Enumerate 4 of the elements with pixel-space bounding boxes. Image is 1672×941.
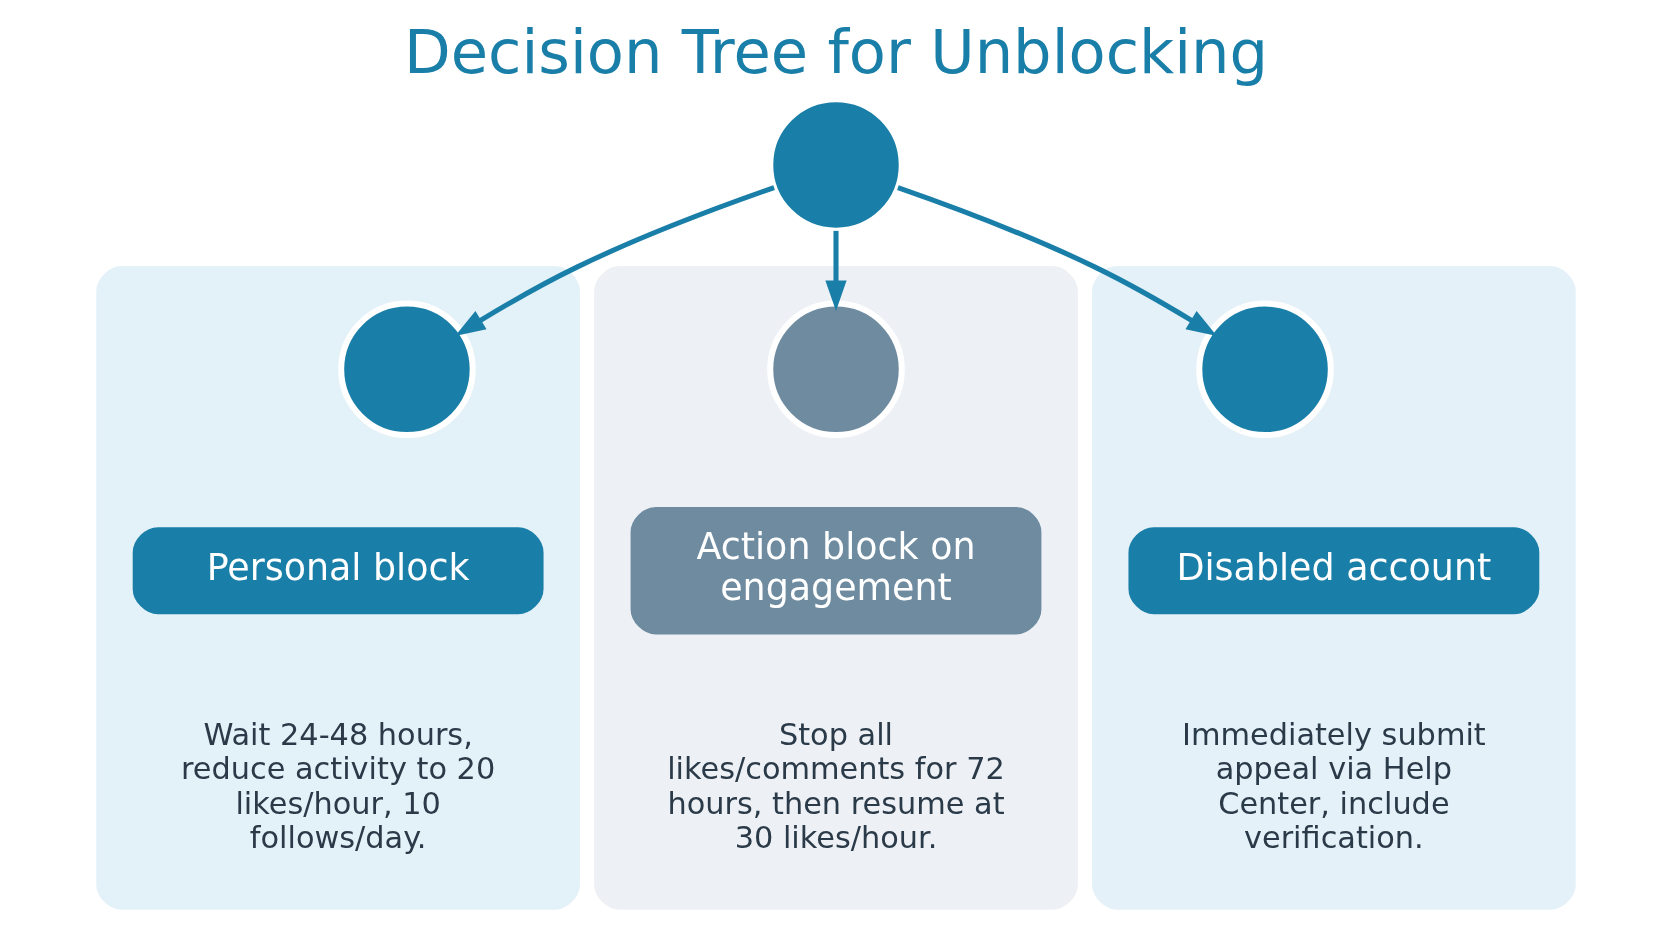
diagram-title: Decision Tree for Unblocking — [403, 16, 1269, 87]
node-text: Stop all likes/comments for 72 hours, then resume at 30 likes/hour. — [667, 716, 1005, 855]
node-text: Wait 24-48 hours, reduce activity to 20 likes/hour, 10 follows/day. — [181, 716, 496, 855]
node-text: Immediately submit appeal via Help Center, include verification. — [1181, 716, 1486, 855]
